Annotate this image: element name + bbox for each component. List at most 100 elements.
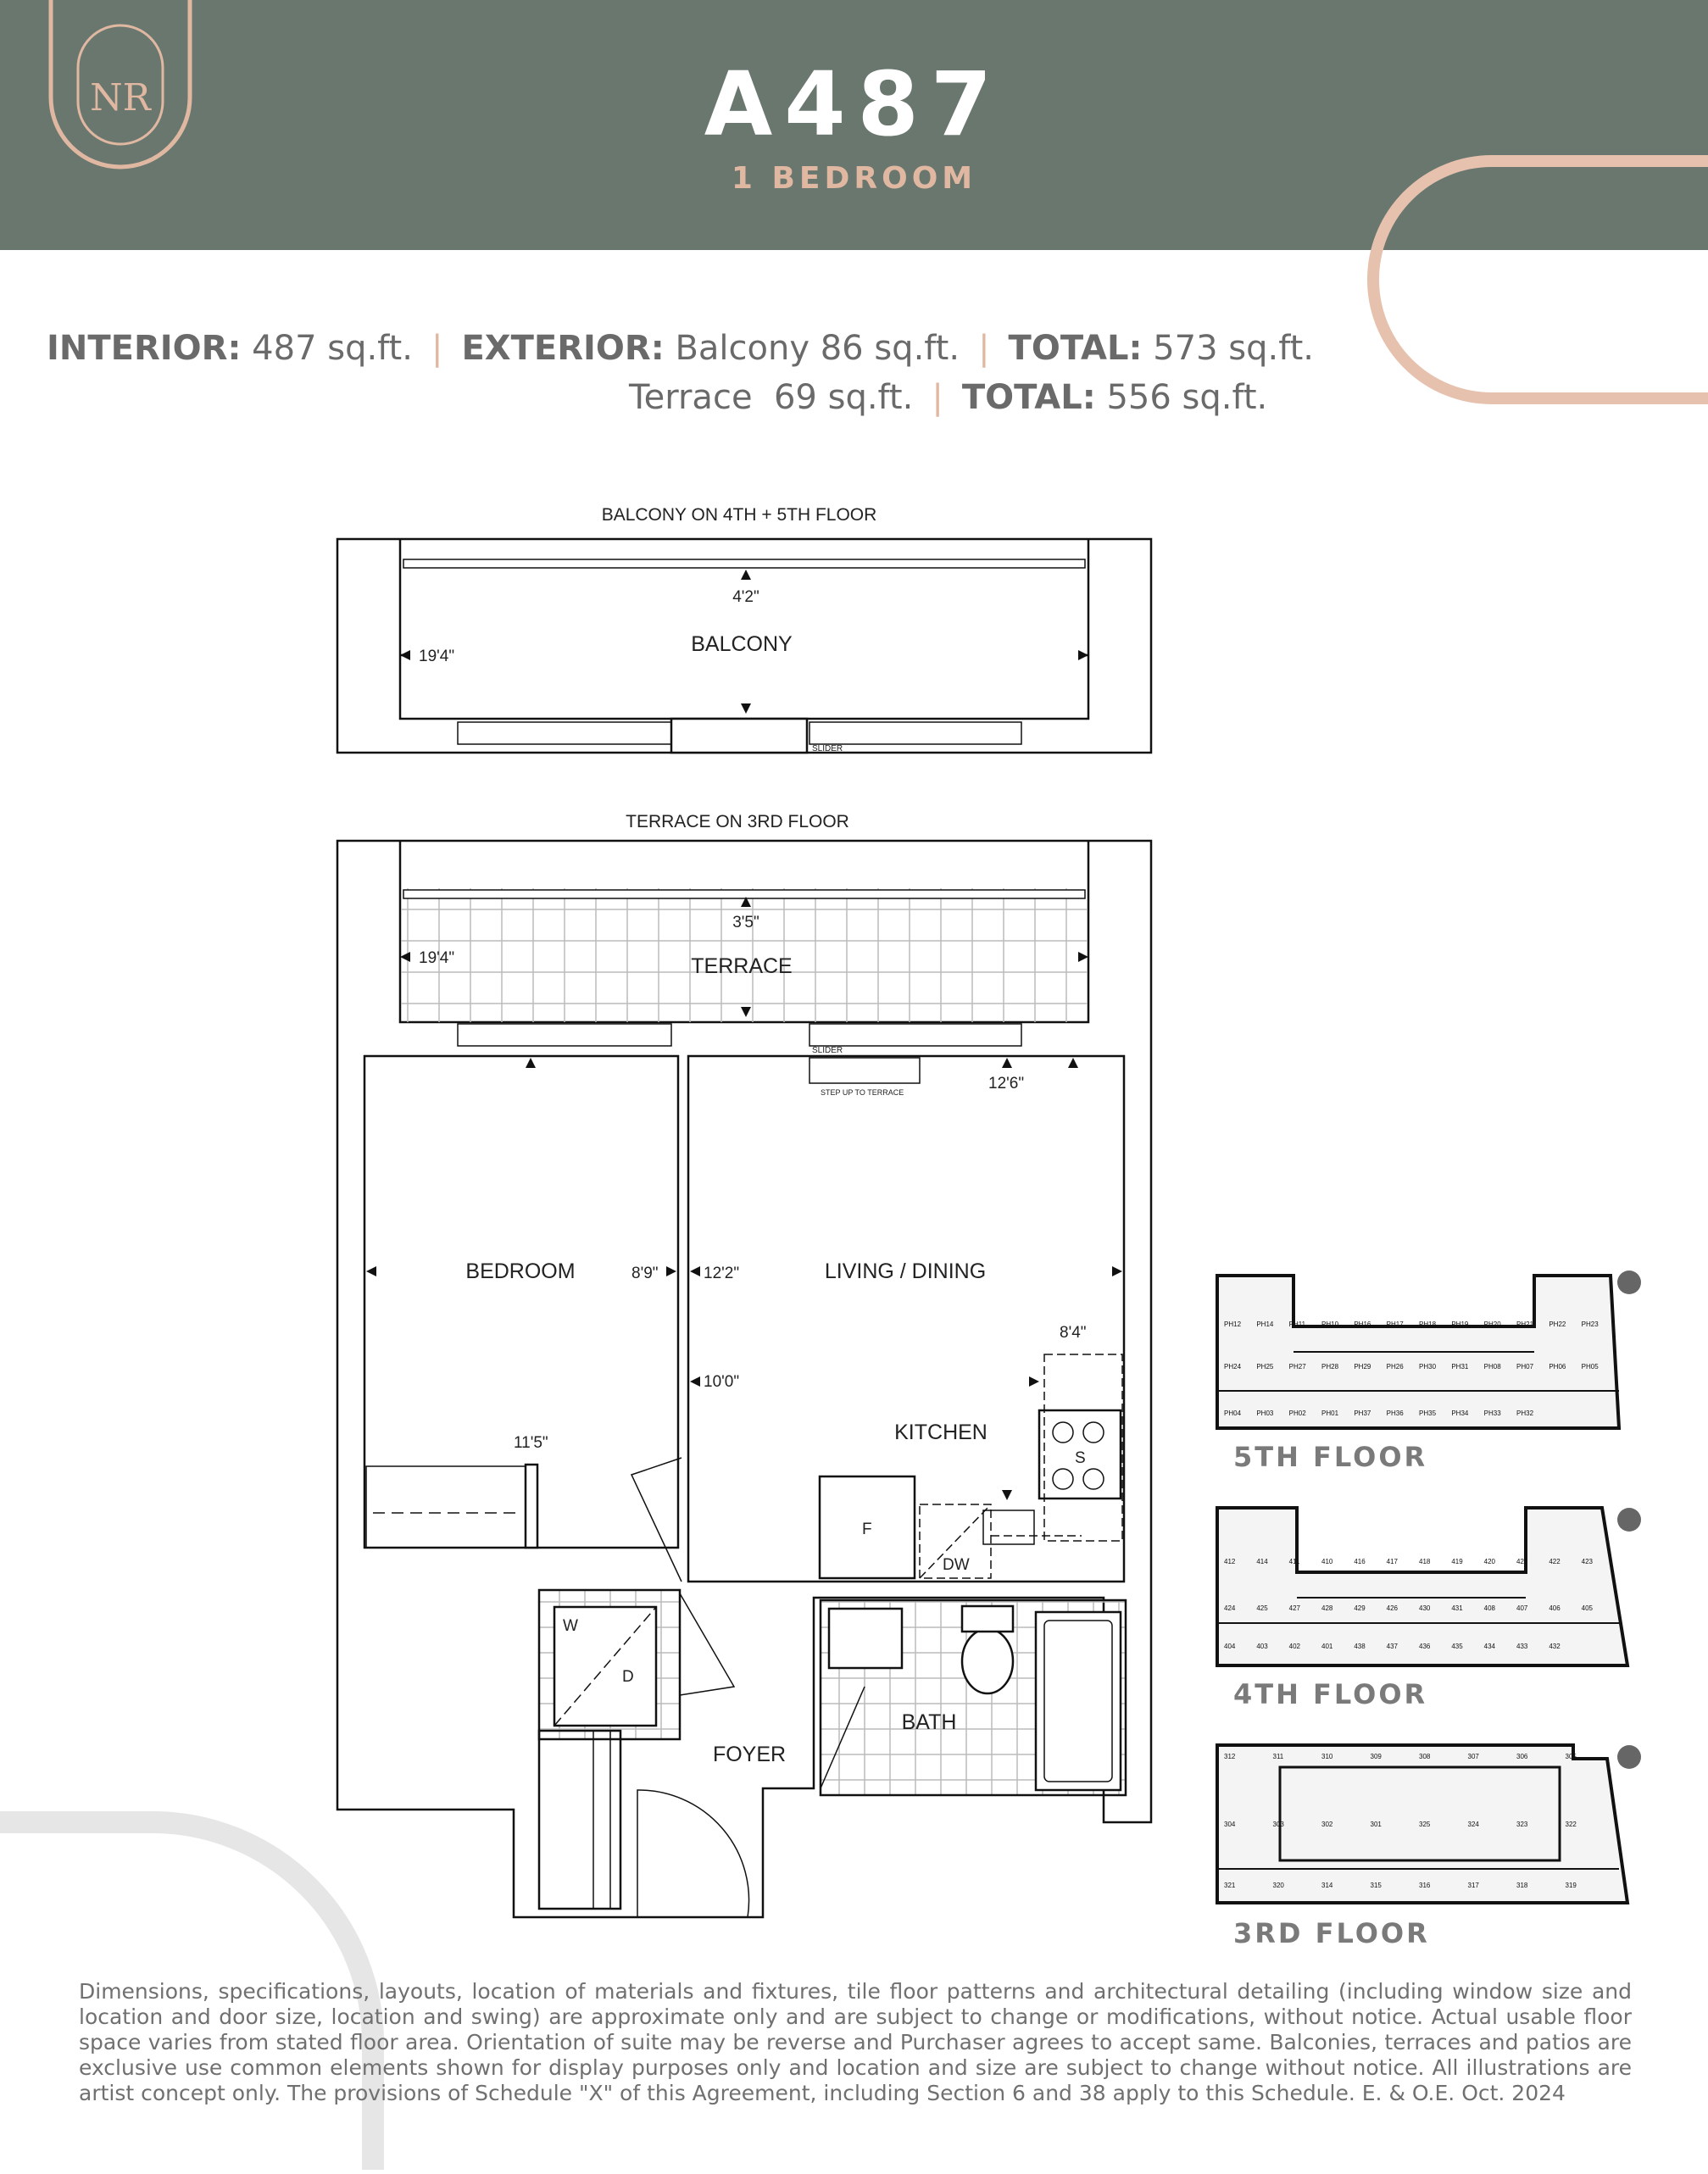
terrace-caption: TERRACE ON 3RD FLOOR <box>626 812 849 831</box>
toilet <box>960 1627 1015 1695</box>
keyplan-unit-label: 318 <box>1516 1882 1528 1889</box>
keyplan-unit-label: 432 <box>1549 1643 1561 1650</box>
terrace-slider-label: SLIDER <box>812 1046 843 1055</box>
keyplan-unit-label: PH25 <box>1256 1363 1274 1371</box>
entry-closet <box>537 1729 622 1910</box>
exterior-label: EXTERIOR: <box>461 329 665 368</box>
keyplan-unit-label: 430 <box>1419 1604 1431 1612</box>
keyplan-unit-label: PH12 <box>1224 1321 1242 1328</box>
keyplan-unit-label: 311 <box>1273 1753 1284 1760</box>
keyplan-unit-label: 403 <box>1256 1643 1268 1650</box>
total-terrace-value: 556 sq.ft. <box>1106 378 1268 417</box>
keyplan-unit-label: PH05 <box>1582 1363 1600 1371</box>
keyplan-unit-label: 425 <box>1256 1604 1268 1612</box>
keyplan-unit-label: PH24 <box>1224 1363 1242 1371</box>
terrace-label: TERRACE <box>691 954 792 978</box>
separator: | <box>431 329 443 368</box>
keyplan-unit-label: 325 <box>1419 1821 1431 1828</box>
keyplan-unit-label: PH28 <box>1321 1363 1339 1371</box>
area-summary-line-1: INTERIOR: 487 sq.ft.|EXTERIOR: Balcony 8… <box>47 329 1314 368</box>
stove <box>1038 1409 1122 1500</box>
keyplan-unit-label: PH10 <box>1321 1321 1339 1328</box>
keyplan-unit-label: 402 <box>1289 1643 1301 1650</box>
step-up-label: STEP UP TO TERRACE <box>821 1088 904 1097</box>
suite-outline <box>336 839 1153 1919</box>
terrace-area-value: 69 sq.ft. <box>773 378 914 417</box>
keyplan-unit-label: 312 <box>1224 1753 1236 1760</box>
keyplan-unit-label: PH30 <box>1419 1363 1437 1371</box>
keyplan-unit-label: 424 <box>1224 1604 1236 1612</box>
entry-door-swing <box>637 1789 750 1918</box>
keyplan-unit-label: 317 <box>1468 1882 1480 1889</box>
keyplan-unit-label: 421 <box>1516 1558 1528 1565</box>
balcony-area-value: 86 sq.ft. <box>820 329 960 368</box>
keyplan-unit-label: 305 <box>1566 1753 1577 1760</box>
unit-name: A487 <box>704 53 1004 156</box>
keyplan-unit-label: 428 <box>1321 1604 1333 1612</box>
keyplan-unit-label: PH20 <box>1484 1321 1502 1328</box>
keyplan-unit-label: PH22 <box>1549 1321 1566 1328</box>
keyplan-unit-label: PH23 <box>1582 1321 1600 1328</box>
keyplan-unit-label: PH01 <box>1321 1409 1339 1417</box>
bedroom-label: BEDROOM <box>465 1259 575 1283</box>
keyplan-unit-label: 427 <box>1289 1604 1301 1612</box>
keyplan-unit-label: PH31 <box>1451 1363 1469 1371</box>
keyplan-unit-label: 319 <box>1566 1882 1577 1889</box>
keyplan-unit-label: PH07 <box>1516 1363 1534 1371</box>
keyplan-unit-label: PH16 <box>1354 1321 1371 1328</box>
keyplan-unit-label: PH03 <box>1256 1409 1274 1417</box>
keyplan-unit-label: 304 <box>1224 1821 1236 1828</box>
keyplan-unit-label: 320 <box>1273 1882 1285 1889</box>
keyplan-unit-label: PH14 <box>1256 1321 1274 1328</box>
terrace-area-label: Terrace <box>629 378 753 417</box>
balcony-dim-width: 19'4" <box>419 648 454 665</box>
keyplan-unit-label: PH33 <box>1484 1409 1502 1417</box>
keyplan-unit-label: PH26 <box>1387 1363 1405 1371</box>
keyplan-unit-label: 438 <box>1354 1643 1366 1650</box>
keyplan-unit-label: 307 <box>1468 1753 1480 1760</box>
keyplan-unit-label: 302 <box>1321 1821 1333 1828</box>
keyplan-unit-label: 405 <box>1582 1604 1594 1612</box>
keyplan-unit-label: PH21 <box>1516 1321 1534 1328</box>
keyplan-unit-label: 315 <box>1371 1882 1383 1889</box>
interior-label: INTERIOR: <box>47 329 242 368</box>
bath-label: BATH <box>902 1710 957 1734</box>
disclaimer: Dimensions, specifications, layouts, loc… <box>79 1979 1632 2105</box>
balcony-slider-label: SLIDER <box>812 744 843 753</box>
living-label: LIVING / DINING <box>825 1259 986 1283</box>
keyplan-unit-label: 401 <box>1321 1643 1333 1650</box>
decorative-arc-left <box>0 1797 424 2170</box>
keyplan-unit-label: PH17 <box>1387 1321 1405 1328</box>
keyplan-unit-label: 314 <box>1321 1882 1333 1889</box>
living-dim-width: 12'2" <box>704 1265 739 1282</box>
bathtub <box>1034 1610 1122 1792</box>
dishwasher <box>919 1504 992 1579</box>
keyplan-unit-label: PH36 <box>1387 1409 1405 1417</box>
keyplan-unit-label: 301 <box>1371 1821 1383 1828</box>
keyplan-unit-label: PH06 <box>1549 1363 1566 1371</box>
decorative-arc-right <box>1365 153 1708 424</box>
keyplan-unit-label: 309 <box>1371 1753 1383 1760</box>
foyer-label: FOYER <box>713 1743 786 1766</box>
bedroom-dim-width: 8'9" <box>631 1265 659 1282</box>
keyplan-unit-label: 321 <box>1224 1882 1236 1889</box>
separator: | <box>978 329 990 368</box>
balcony-dim-depth: 4'2" <box>732 588 759 606</box>
keyplan-unit-label: 435 <box>1451 1643 1463 1650</box>
keyplan-unit-label: 418 <box>1419 1558 1431 1565</box>
keyplan-unit-label: 422 <box>1549 1558 1561 1565</box>
balcony-floor <box>398 539 1090 720</box>
keyplan-unit-label: 310 <box>1321 1753 1333 1760</box>
keyplan-unit-label: PH19 <box>1451 1321 1469 1328</box>
keyplan-unit-label: 423 <box>1582 1558 1594 1565</box>
keyplan-unit-label: 426 <box>1387 1604 1399 1612</box>
keyplan-unit-label: 436 <box>1419 1643 1431 1650</box>
keyplan-unit-label: PH04 <box>1224 1409 1242 1417</box>
balcony-caption: BALCONY ON 4TH + 5TH FLOOR <box>602 505 877 525</box>
keyplan-unit-label: 316 <box>1419 1882 1431 1889</box>
keyplan-unit-label: 406 <box>1549 1604 1561 1612</box>
